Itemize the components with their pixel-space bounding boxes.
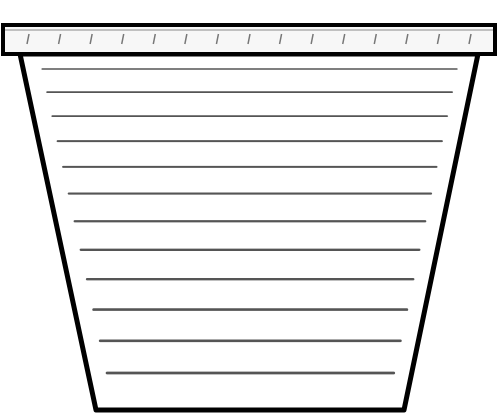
rim-tick bbox=[215, 33, 220, 45]
rim-tick bbox=[247, 33, 251, 45]
rim-tick bbox=[310, 33, 314, 45]
rim-tick bbox=[373, 33, 378, 45]
rim-tick bbox=[89, 33, 93, 45]
rim-tick bbox=[405, 33, 409, 45]
rim-tick bbox=[152, 33, 157, 45]
rim-tick bbox=[468, 33, 472, 45]
rim-tick bbox=[26, 33, 30, 45]
pot-body-outline bbox=[17, 51, 481, 413]
rim-tick bbox=[278, 33, 283, 45]
rim-tick bbox=[120, 33, 125, 45]
rim-tick bbox=[341, 33, 346, 45]
rim-tick bbox=[57, 33, 62, 45]
rim-tick-marks bbox=[26, 33, 472, 45]
rim-tick bbox=[184, 33, 188, 45]
rim-tick bbox=[436, 33, 441, 45]
writing-lines bbox=[41, 68, 458, 375]
